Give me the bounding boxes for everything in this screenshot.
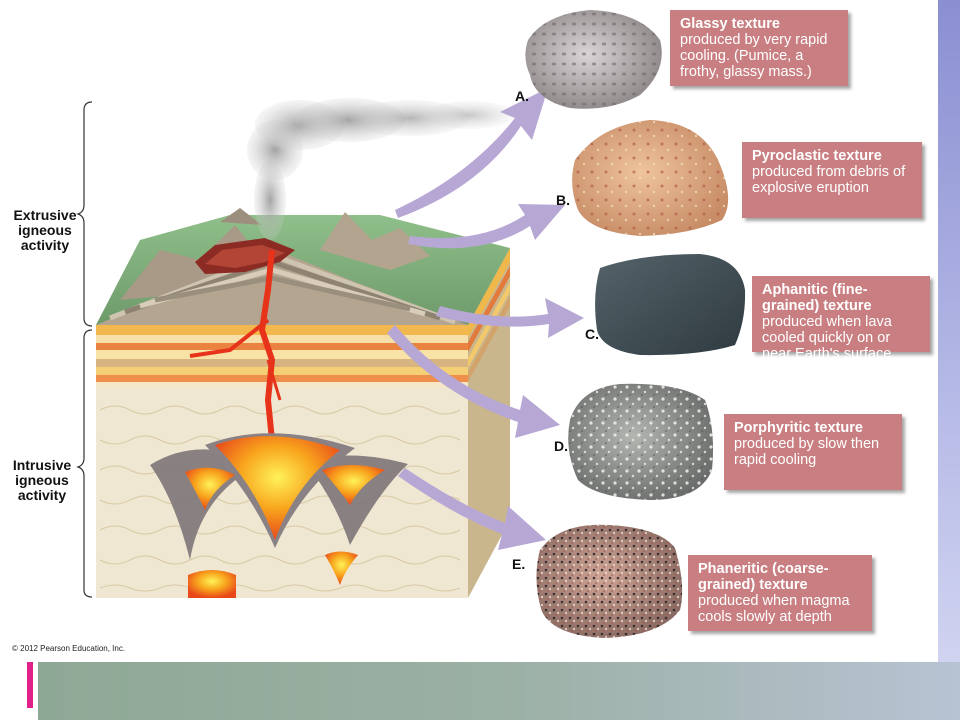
rock-b-pyroclastic [572, 120, 729, 236]
rock-e-phaneritic [536, 524, 683, 638]
letter-e: E. [512, 556, 526, 572]
label-phaneritic: Phaneritic (coarse-grained) texture prod… [688, 555, 872, 631]
igneous-diagram [76, 10, 746, 638]
bracket-extrusive [76, 101, 93, 327]
smoke-plume [247, 98, 515, 240]
rock-d-porphyritic [568, 383, 714, 500]
copyright-text: © 2012 Pearson Education, Inc. [12, 644, 126, 653]
label-porphyritic: Porphyritic texture produced by slow the… [724, 414, 902, 490]
rock-c-aphanitic [595, 254, 746, 356]
accent-bar [27, 662, 33, 708]
magma-chamber-main [215, 436, 340, 540]
extrusive-label: Extrusive igneous activity [13, 207, 77, 253]
right-decor-bar [938, 0, 960, 720]
texture-arrows [387, 88, 584, 550]
intrusive-label: Intrusive igneous activity [12, 457, 72, 503]
volcano-cone [96, 248, 468, 325]
label-glassy: Glassy texture produced by very rapid co… [670, 10, 848, 86]
label-pyroclastic: Pyroclastic texture produced from debris… [742, 142, 922, 218]
letter-c: C. [585, 326, 599, 342]
letter-d: D. [554, 438, 568, 454]
letter-a: A. [515, 88, 529, 104]
block-side-face [468, 248, 510, 598]
bracket-intrusive [76, 329, 93, 598]
label-aphanitic: Aphanitic (fine-grained) texture produce… [752, 276, 930, 362]
rock-a-pumice [525, 10, 662, 109]
letter-b: B. [556, 192, 570, 208]
bottom-decor-bar [38, 662, 960, 720]
